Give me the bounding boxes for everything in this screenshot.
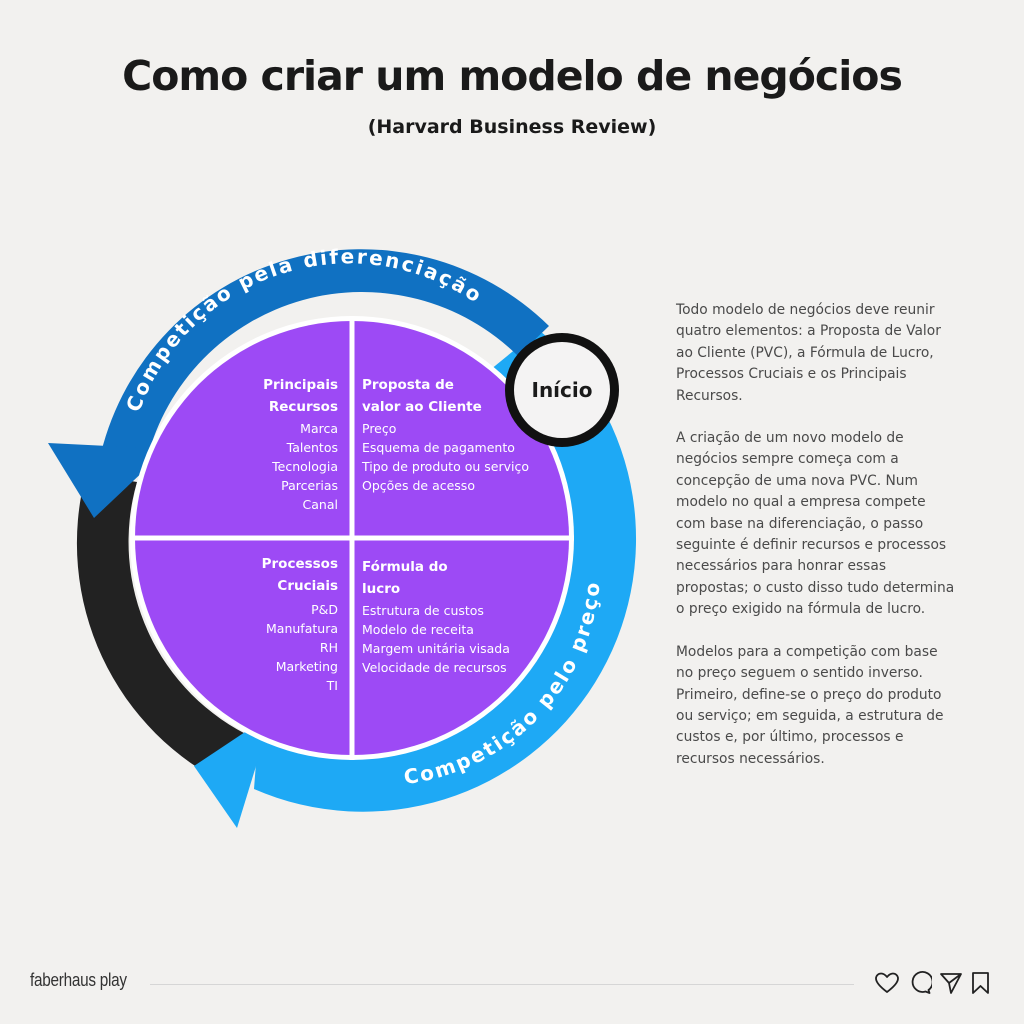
differentiation-arrow-body xyxy=(101,249,549,459)
quadrant-item: Opções de acesso xyxy=(362,478,475,493)
quadrant-title-line: Processos xyxy=(262,556,338,572)
quadrant-title-line: Proposta de xyxy=(362,377,454,393)
quadrant-profit-formula: Fórmula do lucro Estrutura de custos Mod… xyxy=(362,559,510,675)
quadrant-item: Talentos xyxy=(286,440,338,455)
quadrant-item: Parcerias xyxy=(281,478,338,493)
quadrant-item: TI xyxy=(326,678,338,693)
quadrant-item: Margem unitária visada xyxy=(362,641,510,656)
quadrant-title-line: Fórmula do xyxy=(362,559,448,575)
bookmark-icon[interactable] xyxy=(968,970,994,996)
quadrant-item: P&D xyxy=(311,602,338,617)
quadrant-item: Tecnologia xyxy=(271,459,338,474)
share-icon[interactable] xyxy=(938,970,964,996)
quadrant-item: Tipo de produto ou serviço xyxy=(361,459,529,474)
description-paragraph: Todo modelo de negócios deve reunir quat… xyxy=(676,302,941,404)
description-paragraph: A criação de um novo modelo de negócios … xyxy=(676,430,955,618)
quadrant-key-resources: Principais Recursos Marca Talentos Tecno… xyxy=(263,377,338,512)
quadrant-item: Modelo de receita xyxy=(362,622,474,637)
quadrant-item: Esquema de pagamento xyxy=(362,440,515,455)
heart-icon[interactable] xyxy=(874,970,900,996)
description-text: Todo modelo de negócios deve reunir quat… xyxy=(676,300,958,791)
quadrant-customer-value-proposition: Proposta de valor ao Cliente Preço Esque… xyxy=(361,377,529,493)
quadrant-item: Marketing xyxy=(276,659,338,674)
business-model-diagram: Competição pela diferenciação Competição… xyxy=(48,244,637,828)
start-badge: Início xyxy=(505,333,619,447)
footer-divider xyxy=(150,984,854,985)
comment-icon[interactable] xyxy=(906,970,932,996)
quadrant-item: Marca xyxy=(300,421,338,436)
brand-logo: faberhaus play xyxy=(30,970,127,990)
quadrant-item: Estrutura de custos xyxy=(362,603,484,618)
quadrant-item: Canal xyxy=(303,497,338,512)
black-arc xyxy=(76,474,254,787)
start-label: Início xyxy=(532,378,593,402)
quadrant-title-line: valor ao Cliente xyxy=(362,399,482,415)
quadrant-item: RH xyxy=(320,640,338,655)
quadrant-title-line: Principais xyxy=(263,377,338,393)
differentiation-arrow-head xyxy=(48,443,167,518)
quadrant-item: Manufatura xyxy=(266,621,338,636)
quadrant-item: Preço xyxy=(362,421,396,436)
quadrant-title-line: Cruciais xyxy=(277,578,338,594)
quadrant-title-line: lucro xyxy=(362,581,400,597)
quadrant-item: Velocidade de recursos xyxy=(362,660,507,675)
horizontal-divider xyxy=(130,535,574,541)
description-paragraph: Modelos para a competição com base no pr… xyxy=(676,643,944,767)
price-arrow-body xyxy=(254,330,637,812)
page-subtitle: (Harvard Business Review) xyxy=(367,116,657,138)
page-title: Como criar um modelo de negócios xyxy=(122,52,903,100)
quadrant-key-processes: Processos Cruciais P&D Manufatura RH Mar… xyxy=(262,556,338,693)
quadrant-title-line: Recursos xyxy=(269,399,338,415)
price-arrow-head xyxy=(194,714,272,828)
